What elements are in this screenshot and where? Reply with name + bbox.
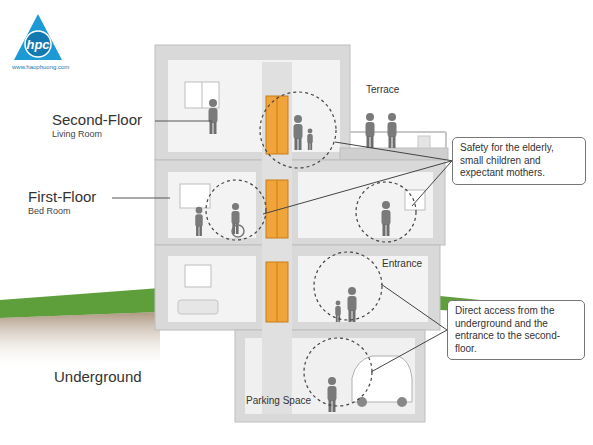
person (388, 113, 397, 148)
highlight-circle (206, 92, 416, 406)
person (307, 129, 313, 150)
elevator-door (266, 180, 288, 238)
logo-badge (25, 31, 51, 57)
area-label: Entrance (382, 258, 422, 269)
callout-text: Direct access from the underground and t… (455, 305, 577, 355)
logo-triangle (14, 14, 62, 60)
person (366, 113, 375, 148)
callout-box: Direct access from the underground and t… (447, 300, 585, 360)
soil (0, 312, 160, 370)
room (168, 60, 340, 152)
callout-text: Safety for the elderly, small children a… (460, 142, 578, 180)
terrace-slab (340, 148, 448, 160)
label-line (155, 121, 212, 122)
area-label: Parking Space (246, 395, 311, 406)
floor-label: First-Floor (28, 188, 96, 205)
leader-line (371, 330, 447, 372)
wall (155, 245, 440, 330)
leader-line (263, 161, 452, 214)
room-label: Bed Room (28, 206, 71, 216)
logo-url: www.haophuong.com (12, 64, 69, 70)
wheelchair (232, 225, 244, 237)
wall (155, 160, 445, 245)
floor-label: Underground (54, 368, 142, 385)
room-label: Living Room (52, 129, 102, 139)
person (195, 207, 203, 236)
callout-box: Safety for the elderly, small children a… (452, 137, 586, 185)
person (348, 287, 357, 322)
label-line (112, 198, 170, 199)
floor-label: Second-Floor (52, 111, 142, 128)
person (209, 99, 218, 134)
leader-line (412, 161, 452, 206)
wall (155, 45, 350, 160)
car (352, 356, 412, 402)
elevator-shaft (262, 62, 292, 414)
person (382, 201, 391, 236)
person (294, 115, 303, 150)
elevator-door (266, 262, 288, 322)
leader-line (335, 142, 452, 161)
area-label: Terrace (366, 84, 399, 95)
logo-text: hpc (26, 37, 49, 52)
leader-line (381, 284, 447, 330)
person (328, 377, 337, 412)
